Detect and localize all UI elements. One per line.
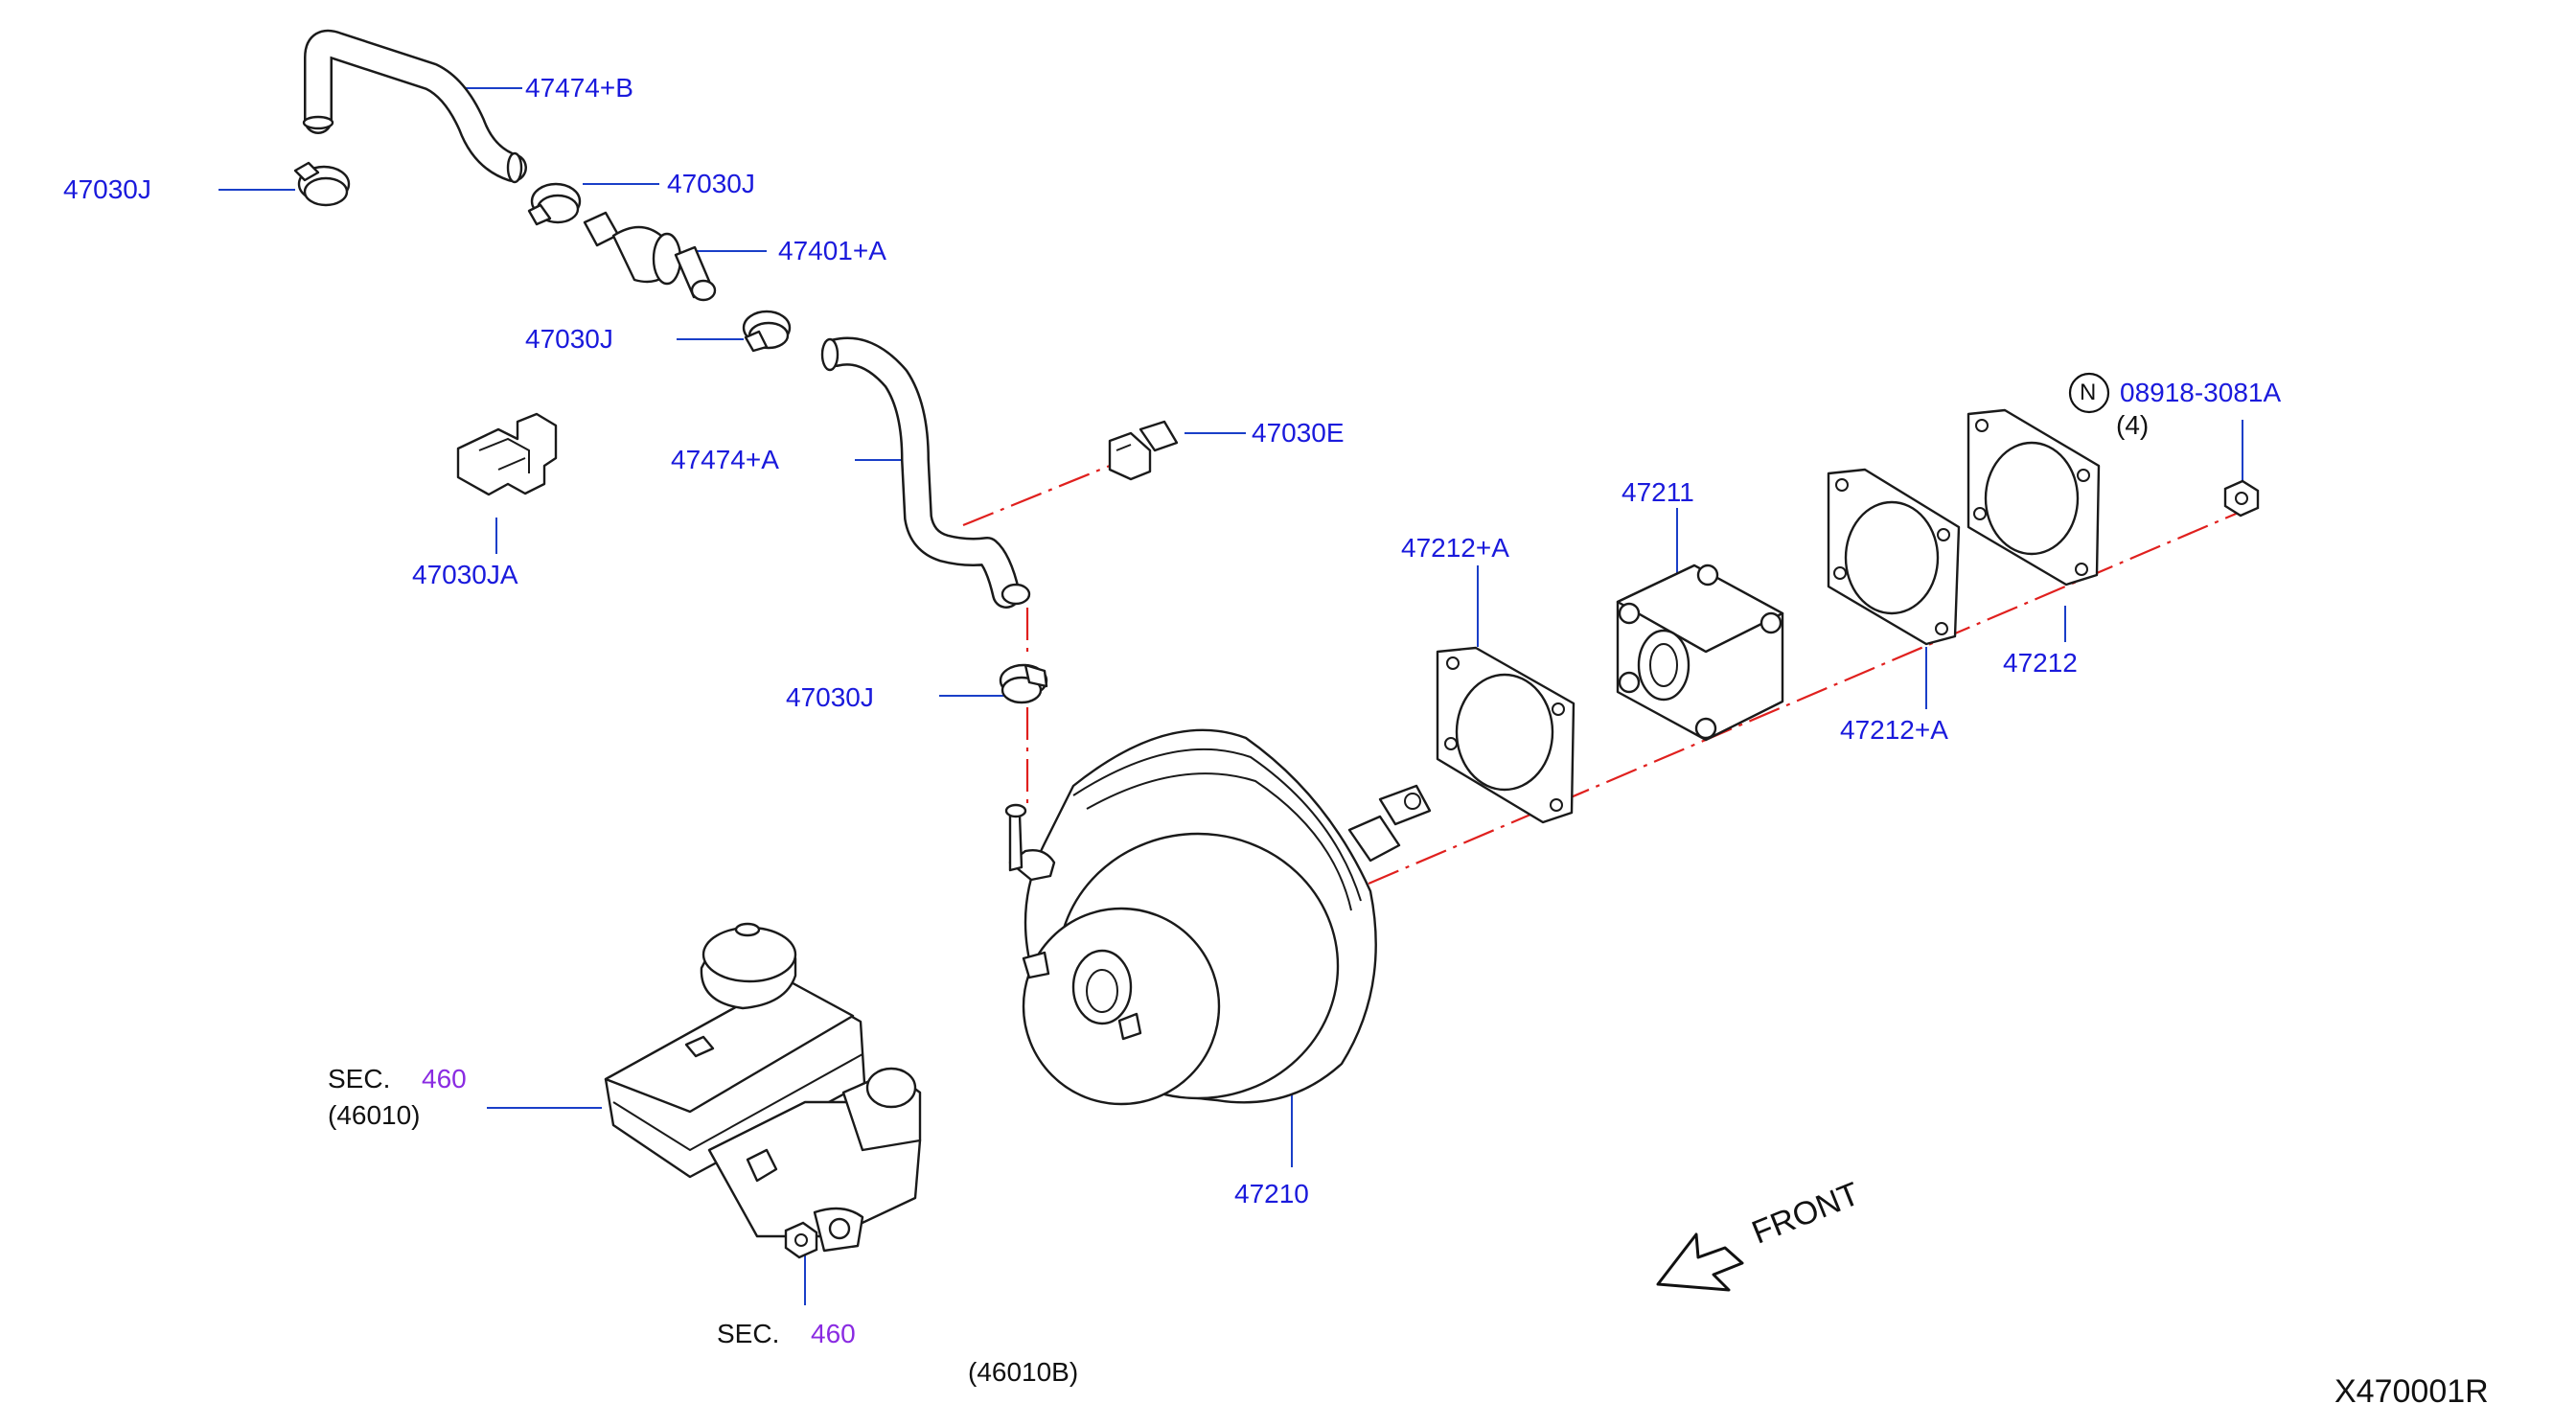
callout-nut: 08918-3081A [2120,378,2282,407]
callout-clamp-low: 47030J [786,682,874,712]
leader-lines [218,87,2243,1305]
diagram-id: X470001R [2334,1373,2489,1410]
callout-nut-qty: (4) [2116,410,2150,440]
section-label-master: SEC. [328,1064,391,1093]
section-label-lower: SEC. [717,1319,780,1348]
nut-08918 [2223,479,2260,518]
check-valve-47401a [583,211,717,302]
axis-line-connector [962,464,1111,527]
section-ref-lower: (46010B) [968,1357,1079,1387]
callout-spacer: 47211 [1622,477,1694,507]
clamp-top [527,182,582,226]
clamp-mid [742,310,792,353]
gasket-47212a-left [1436,646,1576,824]
callout-gasket: 47212 [2003,648,2078,678]
spacer-47211 [1616,564,1784,742]
nut-marker-label: N [2080,380,2097,405]
callout-gasket-a-left: 47212+A [1401,533,1509,563]
callout-gasket-a-right: 47212+A [1840,715,1948,745]
hose-47474b [302,29,527,184]
gasket-47212 [1966,408,2101,587]
callout-clamp-top-left: 47030J [63,174,151,204]
holder-47030ja [456,412,558,496]
connector-47030e [1108,420,1179,481]
callout-booster: 47210 [1234,1179,1309,1208]
front-arrow-icon [1656,1232,1744,1292]
section-ref-master: (46010) [328,1100,421,1130]
section-number-master: 460 [422,1064,467,1093]
section-number-lower: 460 [811,1319,856,1348]
callout-hose-47474b: 47474+B [525,73,633,103]
nut-marker-circle [2068,372,2110,414]
callout-hose-47474a: 47474+A [671,445,779,474]
gasket-47212a-right [1827,468,1961,646]
callout-check-valve: 47401+A [778,236,886,265]
callout-clamp-mid: 47030J [525,324,613,354]
callout-clamp-top: 47030J [667,169,755,198]
clamp-low [999,663,1048,704]
clamp-top-left [293,161,351,207]
master-cylinder-nut [784,1221,818,1259]
callout-connector: 47030E [1252,418,1345,448]
callout-holder: 47030JA [412,560,518,589]
hose-47474a [820,336,1031,609]
master-cylinder [604,922,922,1253]
brake-booster-47210 [1004,728,1432,1106]
